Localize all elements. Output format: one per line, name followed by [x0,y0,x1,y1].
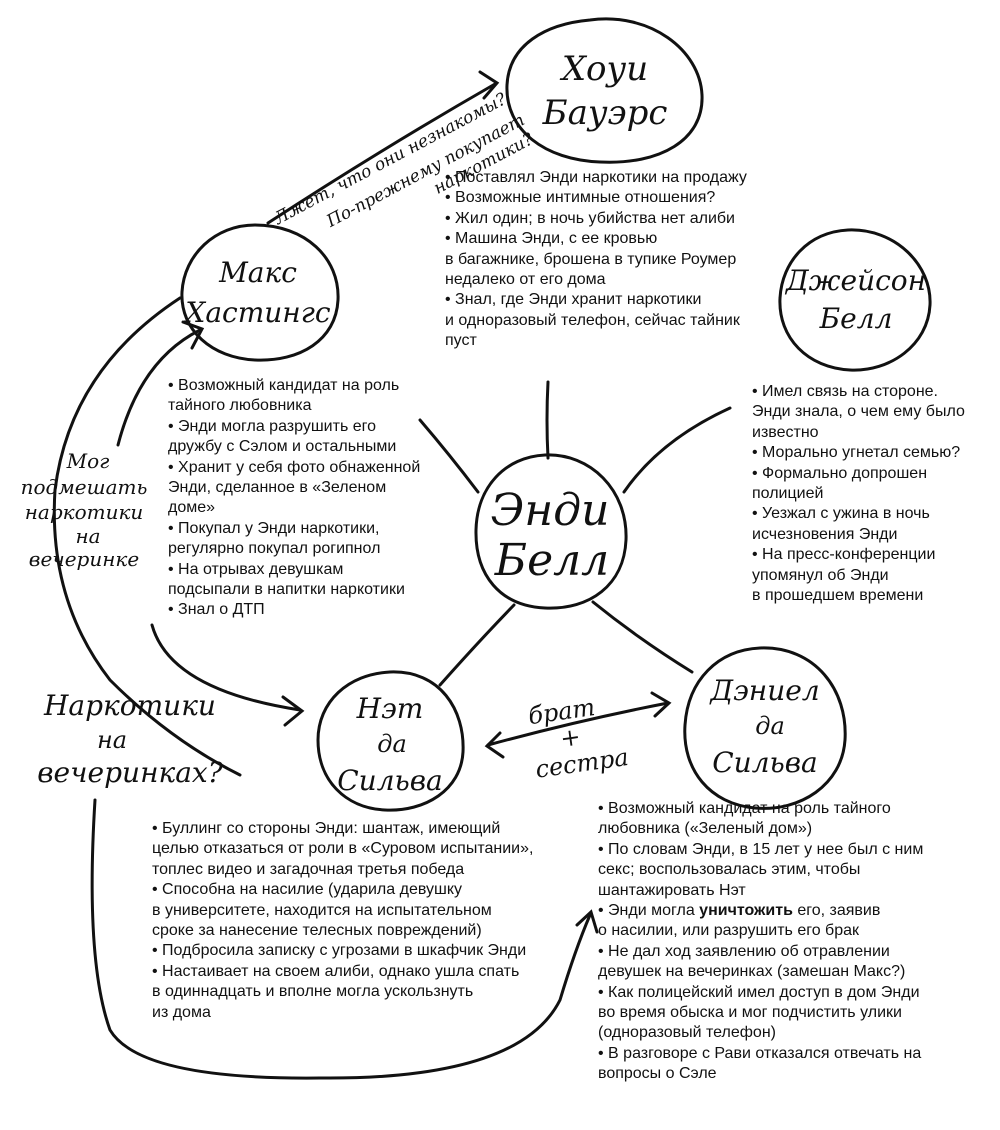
connector-andie-hogi [545,380,550,460]
svg-text:Хастингс: Хастингс [183,296,330,329]
annotation-party: Наркотики на вечеринках? [37,689,223,789]
note-item: Способна на насилие (ударила девушку в у… [152,880,572,941]
svg-text:наркотики: наркотики [25,500,144,524]
loop-nat-to-max [52,296,242,777]
note-item: Энди могла разрушить его дружбу с Сэлом … [168,417,468,458]
note-item: Хранит у себя фото обнаженной Энди, сдел… [168,458,468,519]
node-label-hogi: Хоуи Бауэрс [542,49,668,133]
note-item: Покупал у Энди наркотики, регулярно поку… [168,519,468,560]
node-circle-max [180,223,340,362]
svg-text:да: да [755,712,785,740]
node-label-nat: Нэт да Сильва [337,692,443,797]
svg-text:Дэниел: Дэниел [708,674,819,707]
arrow-max-to-hogi [266,82,497,225]
node-label-jason: Джейсон Белл [784,264,926,335]
svg-text:на: на [97,726,127,754]
annotation-siblings: брат + сестра [526,693,631,784]
note-item: Формально допрошен полицией [752,464,992,505]
notes-daniel: Возможный кандидат на роль тайного любов… [598,799,958,1085]
connector-andie-jason [622,406,732,494]
svg-text:вечеринке: вечеринке [29,547,139,571]
note-item: Знал, где Энди хранит наркотики и однора… [445,290,805,351]
svg-text:сестра: сестра [534,743,631,784]
note-text: Энди могла [608,902,700,920]
svg-text:Макс: Макс [218,256,297,289]
svg-text:Белл: Белл [819,302,893,335]
notes-nat: Буллинг со стороны Энди: шантаж, имеющий… [152,819,572,1023]
node-label-max: Макс Хастингс [183,256,330,329]
arrowhead-to-max [181,320,205,350]
note-item: Знал о ДТП [168,600,468,620]
arrowhead-max-to-hogi [478,70,500,100]
note-item: Подбросила записку с угрозами в шкафчик … [152,941,572,961]
svg-text:Энди: Энди [491,485,610,536]
note-item: Жил один; в ночь убийства нет алиби [445,209,805,229]
note-item: Возможный кандидат на роль тайного любов… [168,376,468,417]
svg-text:Белл: Белл [494,535,609,586]
svg-text:Хоуи: Хоуи [559,49,648,89]
note-item: Морально угнетал семью? [752,443,992,463]
svg-text:да: да [377,730,407,758]
note-item: По словам Энди, в 15 лет у нее был с ним… [598,840,958,901]
notes-hogi: Поставлял Энди наркотики на продажуВозмо… [445,168,805,352]
note-item: Энди могла уничтожить его, заявив о наси… [598,901,958,942]
node-label-daniel: Дэниел да Сильва [708,674,819,779]
note-item: Настаивает на своем алиби, однако ушла с… [152,962,572,1023]
note-item: На пресс-конференции упомянул об Энди в … [752,545,992,606]
note-text: его, заявив о насилии, или разрушить его… [598,902,881,940]
svg-text:Джейсон: Джейсон [784,264,926,297]
note-item: Как полицейский имел доступ в дом Энди в… [598,983,958,1044]
node-circle-hogi [505,17,704,164]
note-item: Возможные интимные отношения? [445,188,805,208]
node-circle-nat [316,670,465,812]
annotation-max-nat: Мог подмешать наркотики на вечеринке [21,449,148,571]
svg-text:подмешать: подмешать [21,475,148,499]
svg-text:Нэт: Нэт [356,692,424,725]
note-emphasis: уничтожить [699,902,793,920]
note-item: На отрывах девушкам подсыпали в напитки … [168,560,468,601]
arrow-siblings [486,701,670,747]
note-item: Буллинг со стороны Энди: шантаж, имеющий… [152,819,572,880]
note-item: Не дал ход заявлению об отравлении девуш… [598,942,958,983]
node-label-andie: Энди Белл [491,485,610,586]
arrowhead-siblings-left [484,731,505,759]
node-circle-andie [474,453,628,610]
svg-text:вечеринках?: вечеринках? [37,756,223,789]
arrowhead-to-nat [281,695,305,727]
note-item: Машина Энди, с ее кровью в багажнике, бр… [445,229,805,290]
note-item: Возможный кандидат на роль тайного любов… [598,799,958,840]
notes-jason: Имел связь на стороне. Энди знала, о чем… [752,382,992,606]
svg-text:Мог: Мог [66,449,110,473]
svg-text:Бауэрс: Бауэрс [542,93,668,133]
arrowhead-party-to-daniel [575,909,599,934]
svg-text:Сильва: Сильва [337,764,443,797]
arrowhead-siblings-right [650,691,672,718]
note-item: Имел связь на стороне. Энди знала, о чем… [752,382,992,443]
connector-andie-nat [438,603,516,687]
notes-max: Возможный кандидат на роль тайного любов… [168,376,468,621]
connector-andie-daniel [591,600,694,674]
svg-text:на: на [75,524,100,548]
svg-text:Сильва: Сильва [712,746,818,779]
note-item: В разговоре с Рави отказался отвечать на… [598,1044,958,1085]
note-item: Поставлял Энди наркотики на продажу [445,168,805,188]
svg-text:Наркотики: Наркотики [43,689,216,722]
arrow-to-max [116,328,202,447]
svg-text:+: + [558,722,582,753]
note-item: Уезжал с ужина в ночь исчезновения Энди [752,504,992,545]
arrow-to-nat [150,623,302,712]
